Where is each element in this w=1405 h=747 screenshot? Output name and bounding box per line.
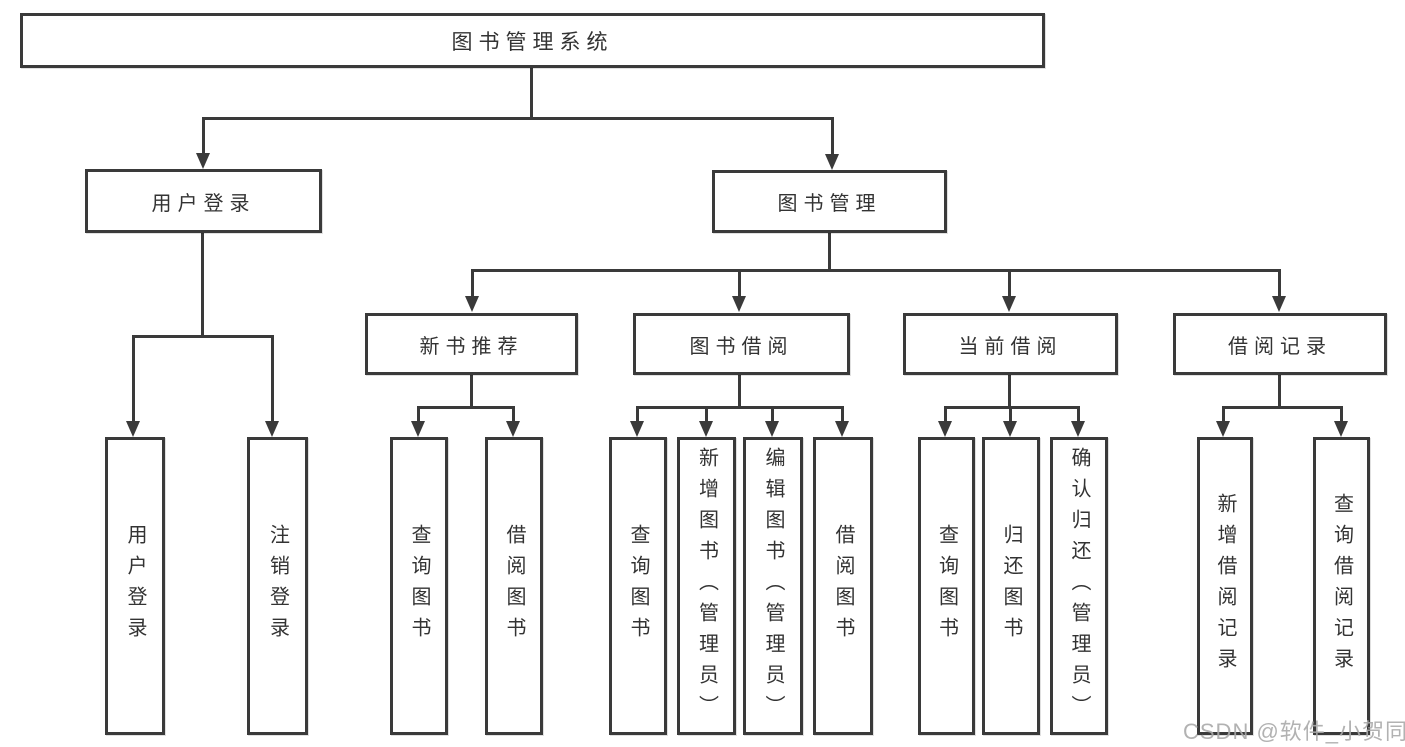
arrowhead-icon — [411, 421, 425, 437]
connector-line — [202, 117, 205, 157]
connector-line — [636, 406, 844, 409]
node-root-library-system: 图书管理系统 — [20, 13, 1045, 68]
connector-line — [1009, 406, 1012, 423]
arrowhead-icon — [196, 153, 210, 169]
arrowhead-icon — [1334, 421, 1348, 437]
connector-line — [944, 406, 947, 423]
arrowhead-icon — [938, 421, 952, 437]
node-label: 新增图书（管理员） — [695, 446, 718, 726]
node-label: 查询图书 — [627, 524, 649, 648]
connector-line — [530, 67, 533, 119]
node-label: 借阅图书 — [503, 524, 525, 648]
connector-line — [841, 406, 844, 423]
node-book-borrow: 图书借阅 — [633, 313, 850, 375]
node-label: 查询借阅记录 — [1330, 493, 1353, 679]
connector-line — [132, 335, 135, 423]
connector-line — [471, 269, 474, 297]
connector-line — [738, 375, 741, 409]
connector-line — [201, 233, 204, 337]
node-book-management: 图书管理 — [712, 170, 947, 233]
connector-line — [828, 233, 831, 271]
leaf-confirm-return-admin: 确认归还（管理员） — [1050, 437, 1108, 735]
connector-line — [1278, 375, 1281, 409]
connector-line — [471, 269, 1281, 272]
connector-line — [417, 406, 515, 409]
connector-line — [1222, 406, 1343, 409]
connector-line — [1278, 269, 1281, 297]
leaf-edit-book-admin: 编辑图书（管理员） — [743, 437, 803, 735]
arrowhead-icon — [126, 421, 140, 437]
connector-line — [1222, 406, 1225, 423]
arrowhead-icon — [1003, 421, 1017, 437]
arrowhead-icon — [1272, 296, 1286, 312]
csdn-watermark: CSDN @软件_小贺同学 — [1183, 719, 1405, 744]
connector-line — [944, 406, 1080, 409]
arrowhead-icon — [1071, 421, 1085, 437]
node-user-login: 用户登录 — [85, 169, 322, 233]
connector-line — [512, 406, 515, 423]
connector-line — [636, 406, 639, 423]
leaf-borrow-book: 借阅图书 — [813, 437, 873, 735]
node-borrow-record: 借阅记录 — [1173, 313, 1387, 375]
node-label: 图书借阅 — [689, 335, 794, 358]
node-label: 图书管理系统 — [451, 30, 614, 54]
connector-line — [705, 406, 708, 423]
leaf-newbook-borrow-book: 借阅图书 — [485, 437, 543, 735]
connector-line — [831, 117, 834, 157]
node-current-borrow: 当前借阅 — [903, 313, 1118, 375]
arrowhead-icon — [506, 421, 520, 437]
node-label: 当前借阅 — [958, 335, 1063, 358]
leaf-logout: 注销登录 — [247, 437, 308, 735]
connector-line — [738, 269, 741, 297]
connector-line — [1340, 406, 1343, 423]
leaf-query-borrow-record: 查询借阅记录 — [1313, 437, 1370, 735]
node-label: 借阅图书 — [832, 524, 854, 648]
node-label: 用户登录 — [124, 524, 146, 648]
arrowhead-icon — [1216, 421, 1230, 437]
arrowhead-icon — [265, 421, 279, 437]
arrowhead-icon — [1002, 296, 1016, 312]
connector-line — [271, 335, 274, 423]
arrowhead-icon — [699, 421, 713, 437]
connector-line — [202, 117, 834, 120]
node-label: 注销登录 — [266, 524, 289, 648]
arrowhead-icon — [732, 296, 746, 312]
node-label: 新增借阅记录 — [1214, 493, 1236, 679]
node-label: 归还图书 — [1000, 524, 1022, 648]
node-label: 借阅记录 — [1228, 335, 1332, 358]
leaf-add-borrow-record: 新增借阅记录 — [1197, 437, 1253, 735]
node-label: 编辑图书（管理员） — [762, 446, 784, 726]
node-new-book-recommend: 新书推荐 — [365, 313, 578, 375]
arrowhead-icon — [630, 421, 644, 437]
connector-line — [470, 375, 473, 409]
arrowhead-icon — [765, 421, 779, 437]
leaf-add-book-admin: 新增图书（管理员） — [677, 437, 736, 735]
node-label: 查询图书 — [935, 524, 958, 648]
leaf-user-login: 用户登录 — [105, 437, 165, 735]
node-label: 新书推荐 — [419, 335, 524, 358]
connector-line — [132, 335, 274, 338]
leaf-return-book: 归还图书 — [982, 437, 1040, 735]
node-label: 查询图书 — [408, 524, 430, 648]
arrowhead-icon — [835, 421, 849, 437]
arrowhead-icon — [825, 154, 839, 170]
connector-line — [1008, 269, 1011, 297]
connector-line — [771, 406, 774, 423]
connector-line — [1008, 375, 1011, 409]
leaf-newbook-query-book: 查询图书 — [390, 437, 448, 735]
node-label: 确认归还（管理员） — [1068, 446, 1090, 726]
node-label: 图书管理 — [777, 193, 882, 215]
node-label: 用户登录 — [151, 192, 256, 215]
leaf-borrow-query-book: 查询图书 — [609, 437, 667, 735]
arrowhead-icon — [465, 296, 479, 312]
leaf-current-query-book: 查询图书 — [918, 437, 975, 735]
connector-line — [417, 406, 420, 423]
connector-line — [1077, 406, 1080, 423]
